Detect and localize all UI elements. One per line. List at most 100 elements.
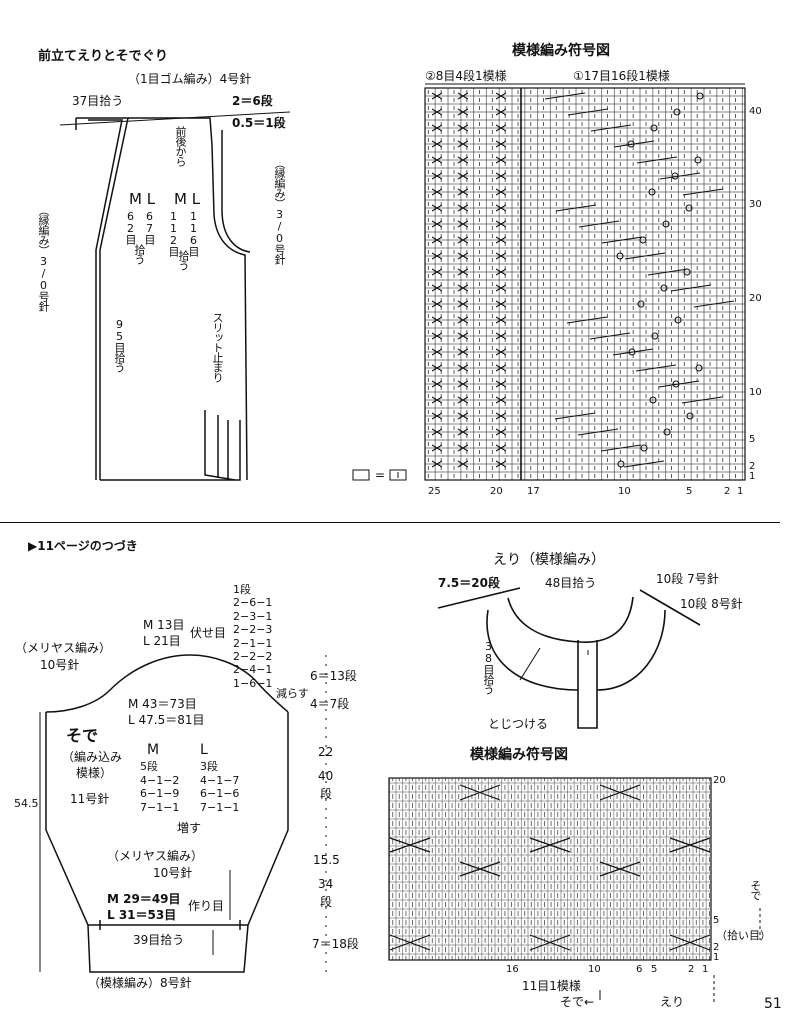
needle-8: 10段 8号針 <box>680 597 743 611</box>
edge-left: （縁編み）3/0号針 <box>37 205 50 311</box>
col-label: 25 <box>428 486 441 497</box>
col-label: 20 <box>490 486 503 497</box>
pick-b: 拾う <box>177 250 190 270</box>
section-divider <box>0 522 780 523</box>
page-number: 51 <box>764 996 782 1012</box>
row-label: 20 <box>713 775 726 786</box>
col-label: 16 <box>506 964 519 975</box>
rows-75: 7.5＝20段 <box>438 576 500 590</box>
collar-title: えり（模様編み） <box>493 552 605 568</box>
increase-label: 増す <box>177 821 202 835</box>
col-label: 2 <box>688 964 695 975</box>
dim-22: 22 <box>318 745 334 759</box>
eri-label: えり <box>660 995 685 1009</box>
row-label: 1 <box>713 952 720 963</box>
pick-48: 48目拾う <box>545 576 597 590</box>
pattern-1: （編み込み <box>62 750 123 764</box>
sode-title: そで <box>66 726 99 745</box>
pick-a: 拾う <box>133 244 146 264</box>
needle-10-mid: 10号針 <box>153 866 193 880</box>
chart-title: 模様編み符号図 <box>512 43 610 59</box>
ml-label-a: M L <box>129 190 156 208</box>
ml-a-m: 62目 <box>124 210 137 244</box>
stitch-m: M 13目 <box>143 618 185 632</box>
dim-34: 34 <box>318 877 334 891</box>
l-head: L <box>200 742 208 758</box>
row-label: 40 <box>749 106 762 117</box>
ml-b-m: 112目 <box>167 210 180 256</box>
dim-dan-b: 段 <box>320 895 333 909</box>
dim-dan-a: 段 <box>320 787 333 801</box>
col-label: 6 <box>636 964 643 975</box>
continued-label: ▶11ページのつづき <box>28 539 138 553</box>
col-label: 2 <box>724 486 731 497</box>
ml-label-b: M L <box>174 190 201 208</box>
stockinette-top: （メリヤス編み） <box>15 641 112 655</box>
dim-40: 40 <box>318 769 334 783</box>
col-label: 10 <box>618 486 631 497</box>
sode-vertical: そで <box>749 880 762 900</box>
decrease-label: 減らす <box>276 687 309 700</box>
sode-arrow: そで← <box>560 995 595 1009</box>
front-band-lines <box>59 111 291 481</box>
height-545: 54.5 <box>14 797 39 810</box>
pick-38: 38目拾う <box>482 640 495 694</box>
repeat-11: 11目1模様 <box>522 979 581 993</box>
repeat-1: ①17目16段1模様 <box>573 69 670 83</box>
dim-4-7: 4＝7段 <box>310 697 350 711</box>
sleeve-lines <box>39 654 327 973</box>
bottom-needle: （模様編み）8号針 <box>88 976 192 990</box>
edge-right: （縁編み）3/0号針 <box>273 158 286 264</box>
l31: L 31＝53目 <box>107 908 177 922</box>
ml-a-l: 67目 <box>143 210 156 244</box>
from-front-back: 前後から <box>174 126 187 166</box>
row-label: 5 <box>749 434 756 445</box>
col-label: 1 <box>737 486 744 497</box>
rows-2-6: 2＝6段 <box>232 94 273 108</box>
m29: M 29＝49目 <box>107 892 181 906</box>
col-label: 10 <box>588 964 601 975</box>
col-label: 5 <box>651 964 658 975</box>
stockinette-mid: （メリヤス編み） <box>107 849 204 863</box>
ml-43: M 43＝73目 <box>128 697 197 711</box>
cast-on: 作り目 <box>188 899 225 913</box>
ml-475: L 47.5＝81目 <box>128 713 205 727</box>
rows-05-1: 0.5＝1段 <box>232 116 286 130</box>
repeat-2: ②8目4段1模様 <box>425 69 507 83</box>
ml-b-l: 116目 <box>187 210 200 256</box>
row-label: 20 <box>749 293 762 304</box>
close-label: とじつける <box>488 717 549 731</box>
needle-11: 11号針 <box>70 792 110 806</box>
col-label: 17 <box>527 486 540 497</box>
dim-6-13: 6＝13段 <box>310 669 357 683</box>
row-label: 5 <box>713 915 720 926</box>
picked-label: （拾い目） <box>716 929 771 942</box>
pick-39: 39目拾う <box>133 933 185 947</box>
pick-37: 37目拾う <box>72 94 124 108</box>
collar-lines <box>437 587 701 729</box>
needle-7: 10段 7号針 <box>656 572 719 586</box>
row-label: 10 <box>749 387 762 398</box>
needle-note: （1目ゴム編み）4号針 <box>128 72 252 86</box>
chart-grid <box>352 83 746 481</box>
stitch-l: L 21目 <box>143 634 181 648</box>
m-head: M <box>147 742 160 758</box>
slit-stop: スリット止まり <box>211 312 224 382</box>
needle-10-top: 10号針 <box>40 658 80 672</box>
dim-155: 15.5 <box>313 853 340 867</box>
pick-95: 95目拾う <box>113 318 126 372</box>
pattern-2: 模様） <box>76 766 113 780</box>
row-label: 30 <box>749 199 762 210</box>
legend-eq: = <box>375 468 386 482</box>
dim-7-18: 7＝18段 <box>312 937 359 951</box>
row-label: 1 <box>749 471 756 482</box>
bottom-chart-title: 模様編み符号図 <box>470 747 568 763</box>
diagram-title: 前立てえりとそでぐり <box>38 49 168 64</box>
col-label: 5 <box>686 486 693 497</box>
col-label: 1 <box>702 964 709 975</box>
row-label: 2 <box>713 942 720 953</box>
